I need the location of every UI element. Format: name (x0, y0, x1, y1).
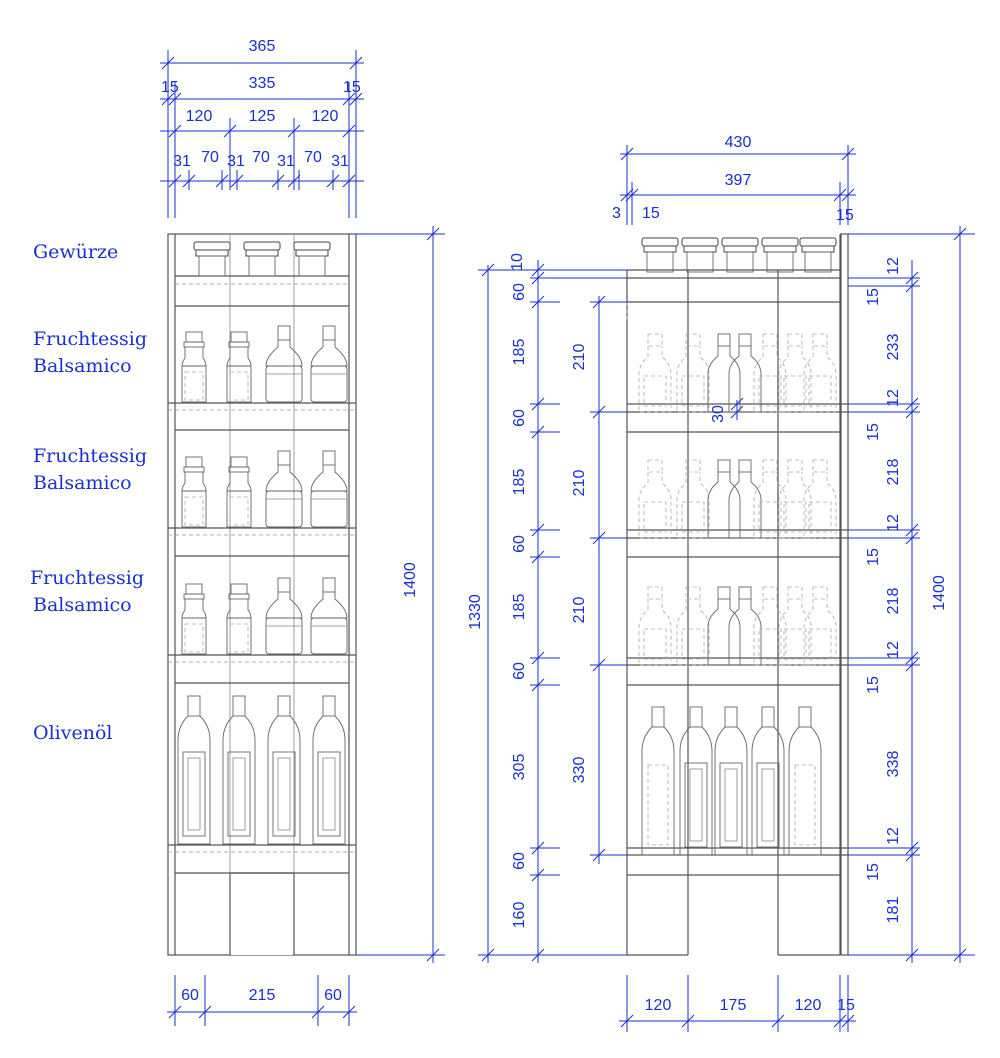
dim-side-b15: 15 (837, 997, 855, 1014)
dim-side-305: 305 (511, 754, 528, 781)
dim-side-210a: 210 (571, 344, 588, 371)
dim-side-210c: 210 (571, 597, 588, 624)
dim-side-185b: 185 (511, 469, 528, 496)
dim-side-b120b: 120 (795, 997, 822, 1014)
front-dimension-height: 1400 (356, 226, 445, 963)
dim-side-total-height: 1330 (467, 594, 484, 630)
dim-side-185c: 185 (511, 594, 528, 621)
dim-side-height: 1400 (931, 575, 948, 611)
dim-side-r338: 338 (885, 751, 902, 778)
dim-side-r181: 181 (885, 897, 902, 924)
label-balsamico-2: Balsamico (33, 472, 132, 494)
dim-side-r12e: 12 (885, 827, 902, 845)
dim-side-b120a: 120 (645, 997, 672, 1014)
side-view (626, 233, 849, 956)
dim-front-bottle3: 70 (304, 149, 322, 166)
label-fruchtessig-2: Fruchtessig (33, 445, 147, 467)
dim-side-inner: 397 (725, 172, 752, 189)
label-gewuerze: Gewürze (33, 241, 118, 263)
dim-side-width: 430 (725, 134, 752, 151)
dim-side-r12a: 12 (885, 257, 902, 275)
dim-front-gap2: 31 (227, 153, 245, 170)
dim-side-r15b: 15 (865, 423, 882, 441)
dim-side-t3: 15 (836, 207, 854, 224)
dim-front-col3: 120 (312, 108, 339, 125)
front-dimensions-top: 365 15 335 15 120 125 120 31 70 31 70 31… (160, 38, 364, 218)
dim-side-r12c: 12 (885, 514, 902, 532)
dim-front-bottle2: 70 (252, 149, 270, 166)
dim-front-foot-right: 60 (324, 987, 342, 1004)
side-dimensions-top: 430 397 3 15 15 (612, 134, 856, 225)
dim-front-side-right: 15 (343, 79, 361, 96)
dim-side-r12b: 12 (885, 389, 902, 407)
label-balsamico-3: Balsamico (33, 594, 132, 616)
dim-side-r12d: 12 (885, 641, 902, 659)
dim-side-r233: 233 (885, 334, 902, 361)
side-dimensions-right: 12 15 233 12 15 218 12 15 218 12 15 338 … (848, 226, 975, 963)
side-dimensions-left: 1330 10 60 185 60 185 60 185 60 305 60 1… (467, 253, 744, 963)
dim-side-r15e: 15 (865, 863, 882, 881)
dim-front-foot-mid: 215 (249, 987, 276, 1004)
dim-front-bottle1: 70 (201, 149, 219, 166)
label-olivenoel: Olivenöl (33, 722, 112, 744)
dim-front-side-left: 15 (161, 79, 179, 96)
dim-side-30: 30 (710, 405, 727, 423)
dim-front-col2: 125 (249, 108, 276, 125)
dim-side-60d: 60 (511, 662, 528, 680)
dim-front-width: 365 (249, 38, 276, 55)
dim-side-185a: 185 (511, 339, 528, 366)
dim-front-inner: 335 (249, 75, 276, 92)
dim-side-t1: 3 (612, 205, 621, 222)
dim-side-t2: 15 (642, 205, 660, 222)
dim-side-60c: 60 (511, 535, 528, 553)
dim-side-r15a: 15 (865, 288, 882, 306)
dim-side-r15d: 15 (865, 676, 882, 694)
dim-side-r15c: 15 (865, 548, 882, 566)
dim-side-60b: 60 (511, 409, 528, 427)
dim-front-gap1: 31 (173, 153, 191, 170)
label-balsamico-1: Balsamico (33, 355, 132, 377)
front-dimensions-bottom: 60 215 60 (167, 975, 357, 1026)
dim-side-10: 10 (509, 253, 526, 271)
dim-front-gap4: 31 (331, 153, 349, 170)
side-dimensions-bottom: 120 175 120 15 (619, 975, 856, 1032)
dim-side-210b: 210 (571, 470, 588, 497)
dim-side-r218a: 218 (885, 459, 902, 486)
label-fruchtessig-1: Fruchtessig (33, 328, 147, 350)
dim-front-height: 1400 (402, 562, 419, 598)
dim-side-r218b: 218 (885, 588, 902, 615)
dim-front-gap3: 31 (277, 153, 295, 170)
dim-side-330: 330 (571, 757, 588, 784)
dim-front-col1: 120 (186, 108, 213, 125)
label-fruchtessig-3: Fruchtessig (30, 567, 144, 589)
dim-side-b175: 175 (720, 997, 747, 1014)
dim-side-60a: 60 (511, 283, 528, 301)
dim-side-60e: 60 (511, 852, 528, 870)
front-view (167, 233, 357, 956)
dim-side-160: 160 (511, 902, 528, 929)
dim-front-foot-left: 60 (181, 987, 199, 1004)
